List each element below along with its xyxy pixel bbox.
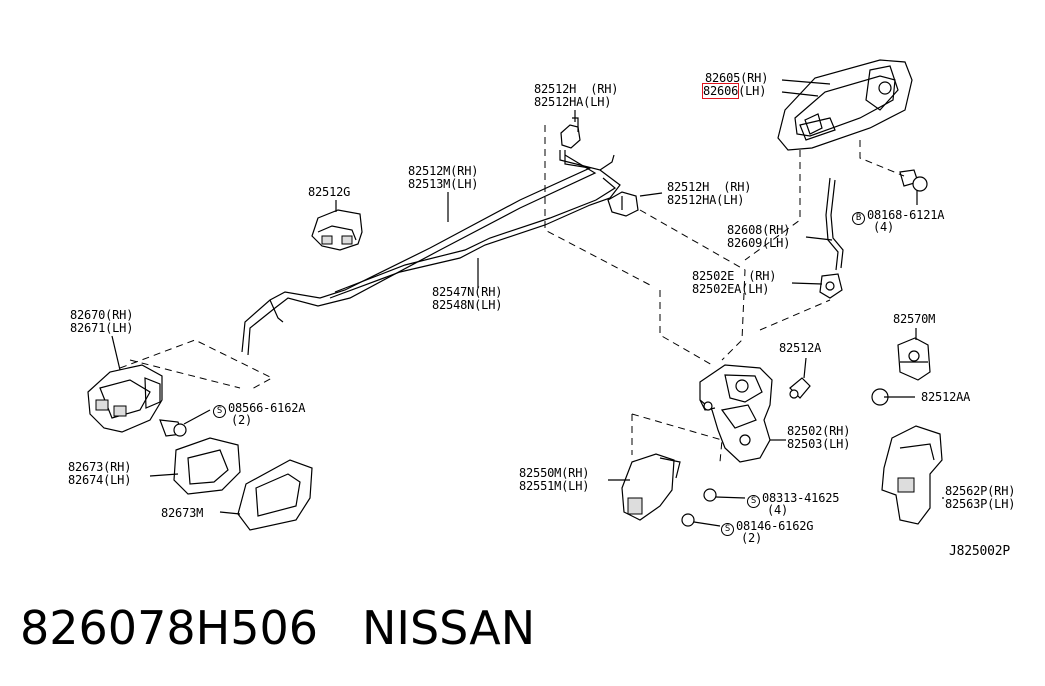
screw-08146 — [681, 513, 721, 527]
part-number: 826078H506 — [20, 601, 318, 655]
guide-lines — [119, 125, 905, 463]
label-82570m: 82570M — [893, 312, 936, 326]
label-82670-rh: 82670(RH) — [70, 308, 134, 322]
rod-82608 — [825, 177, 844, 271]
screw-08566 — [159, 419, 187, 437]
brand-name: NISSAN — [362, 601, 536, 655]
label-82547n-rh: 82547N(RH) — [432, 285, 503, 299]
label-82513m-lh: 82513M(LH) — [408, 177, 479, 191]
lock-rod-82550m — [621, 453, 681, 521]
highlighted-part-82606[interactable]: 82606 — [701, 83, 740, 99]
bracket-82562p — [881, 425, 943, 525]
label-08146-qty: (2) — [741, 531, 763, 545]
label-82674-lh: 82674(LH) — [68, 473, 132, 487]
label-82512m-rh: 82512M(RH) — [408, 164, 479, 178]
parts-diagram — [87, 59, 944, 531]
label-82548n-lh: 82548N(LH) — [432, 298, 503, 312]
finisher-82673m — [237, 459, 313, 531]
label-82512h-top-lh: 82512HA(LH) — [534, 95, 612, 109]
escutcheon-82673 — [173, 437, 241, 495]
label-82609-lh: 82609(LH) — [727, 236, 791, 250]
outside-handle-part — [777, 59, 913, 151]
clip-82502e — [819, 273, 843, 299]
part-caption: 826078H506 NISSAN — [20, 598, 535, 658]
label-82608-rh: 82608(RH) — [727, 223, 791, 237]
screw-82512aa — [871, 388, 915, 406]
rod-clip-mid — [607, 191, 639, 217]
label-82503-lh: 82503(LH) — [787, 437, 851, 451]
label-82512a: 82512A — [779, 341, 822, 355]
label-82551m-lh: 82551M(LH) — [519, 479, 590, 493]
label-82502-rh: 82502(RH) — [787, 424, 851, 438]
label-82563p-lh: 82563P(LH) — [945, 497, 1016, 511]
label-82550m-rh: 82550M(RH) — [519, 466, 590, 480]
label-82671-lh: 82671(LH) — [70, 321, 134, 335]
label-82606-side: (LH) — [738, 84, 767, 98]
label-82605: 82605(RH) — [705, 71, 769, 85]
label-82502ea-lh: 82502EA(LH) — [692, 282, 770, 296]
screw-08168 — [899, 169, 928, 192]
label-08313-qty: (4) — [767, 503, 789, 517]
door-lock-actuator — [699, 364, 773, 463]
label-82502e-rh: 82502E (RH) — [692, 269, 777, 283]
label-82606: 82606(LH) — [701, 83, 767, 99]
diagram-reference-code: J825002P — [949, 544, 1011, 559]
bushing-82512a — [789, 377, 811, 399]
symbol-s-icon: S — [213, 405, 226, 418]
screw-08313 — [703, 488, 746, 502]
symbol-s-icon: S — [747, 495, 760, 508]
label-82512h-mid-lh: 82512HA(LH) — [667, 193, 745, 207]
rod-clip-top — [560, 117, 581, 149]
label-82673m: 82673M — [161, 506, 204, 520]
bracket-82570m — [897, 337, 931, 381]
label-82512aa: 82512AA — [921, 390, 971, 404]
label-82512h-mid-rh: 82512H (RH) — [667, 180, 752, 194]
inside-handle-assembly — [87, 364, 163, 433]
label-08566-qty: (2) — [231, 413, 253, 427]
label-82673-rh: 82673(RH) — [68, 460, 132, 474]
label-08168-qty: (4) — [873, 220, 895, 234]
symbol-b-icon: B — [852, 212, 865, 225]
symbol-s-icon: S — [721, 523, 734, 536]
label-82562p-rh: 82562P(RH) — [945, 484, 1016, 498]
label-82512g: 82512G — [308, 185, 351, 199]
bracket-82512g — [311, 209, 363, 251]
label-82512h-top-rh: 82512H (RH) — [534, 82, 619, 96]
